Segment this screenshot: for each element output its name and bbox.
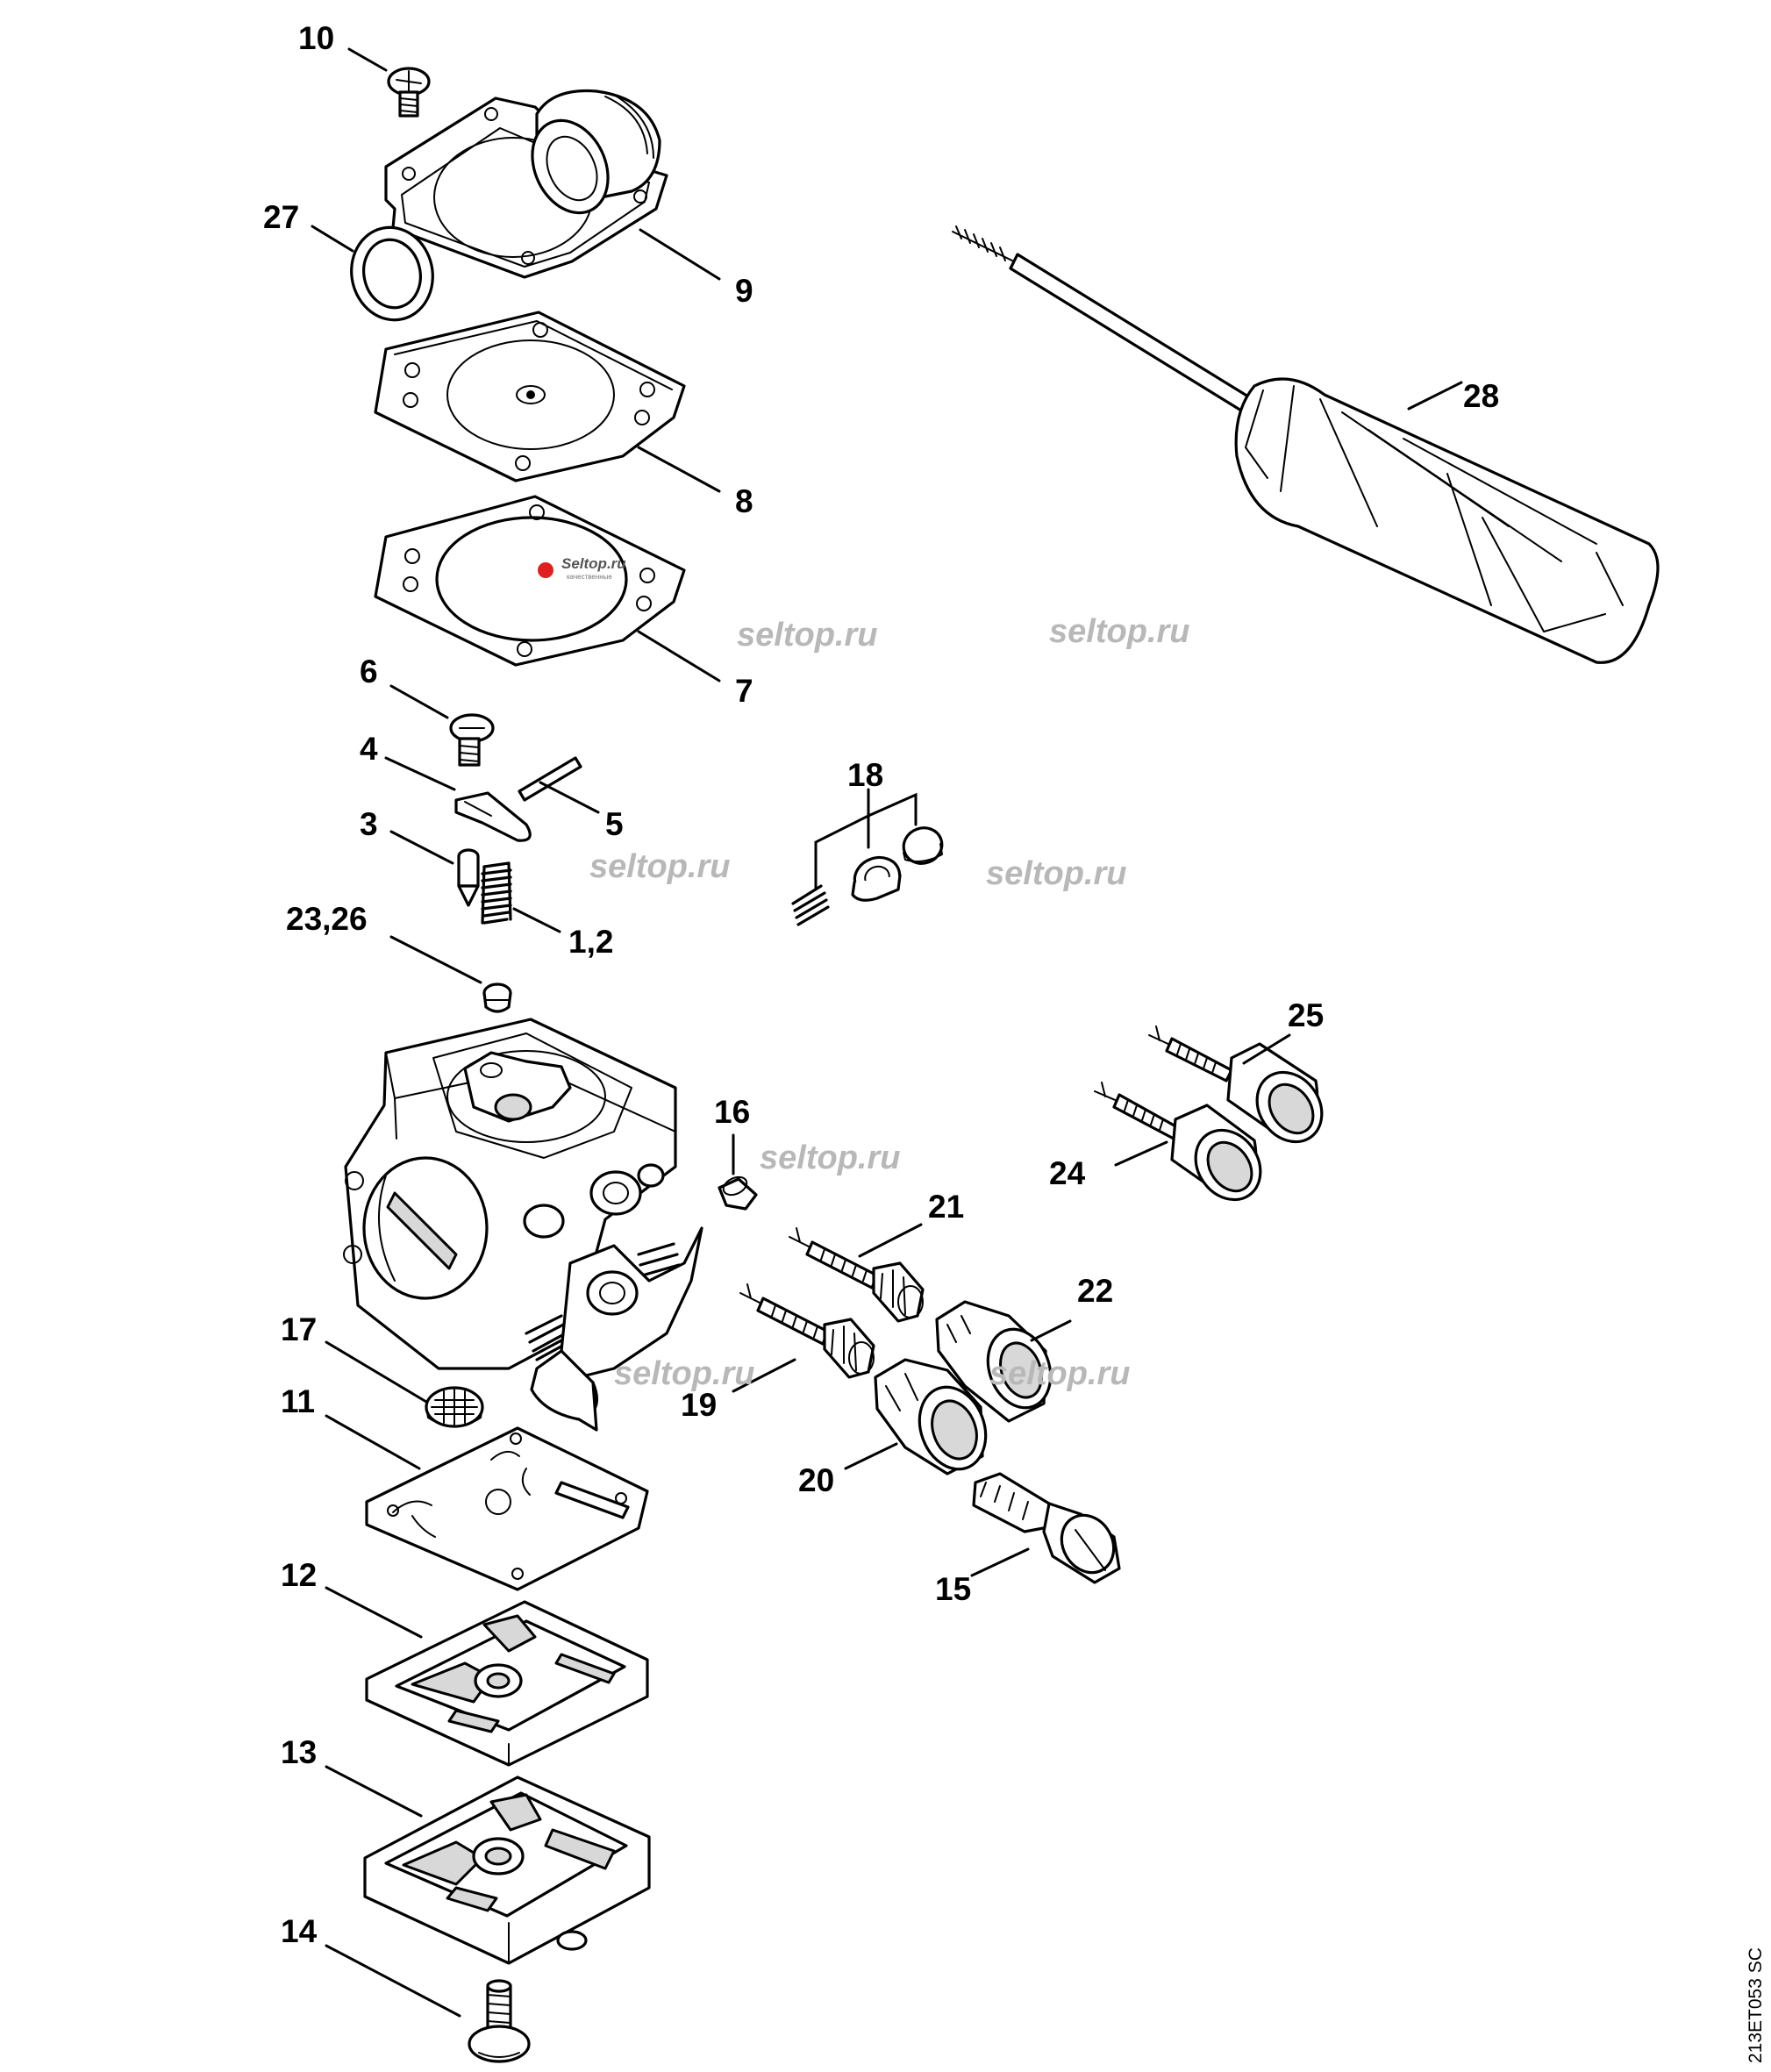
part-17-strainer: [425, 1386, 484, 1428]
watermark: seltop.ru: [989, 1355, 1130, 1392]
callout-3: 3: [360, 806, 378, 842]
part-4-inlet-lever: [454, 791, 532, 842]
callout-22: 22: [1077, 1273, 1113, 1309]
callout-6: 6: [360, 654, 378, 689]
part-22-limiter-cap: [935, 1300, 1053, 1423]
part-13-metering-cover: [363, 1775, 651, 1965]
part-14-screw: [468, 1979, 531, 2063]
part-15-shaft-screw: [972, 1472, 1121, 1584]
part-7-gasket: [374, 495, 686, 667]
callout-13: 13: [281, 1734, 317, 1770]
seltop-logo: Seltop.ru качественные: [538, 555, 626, 581]
leader-lines: [311, 47, 1463, 2018]
callout-15: 15: [935, 1571, 971, 1607]
callout-18: 18: [847, 757, 883, 793]
callout-20: 20: [798, 1462, 834, 1498]
watermark: seltop.ru: [1049, 613, 1189, 650]
part-10-screw: [387, 67, 431, 118]
part-5-pin: [518, 756, 582, 802]
callout-25: 25: [1288, 997, 1324, 1033]
part-8-pump-diaphragm: [374, 311, 686, 482]
callout-7: 7: [735, 673, 753, 709]
part-16-plug: [718, 1175, 758, 1211]
callout-24: 24: [1049, 1155, 1086, 1191]
callout-28: 28: [1463, 378, 1499, 414]
watermark: seltop.ru: [737, 617, 877, 654]
watermark: seltop.ru: [760, 1140, 900, 1176]
part-20-limiter-cap: [874, 1358, 988, 1475]
callout-16: 16: [714, 1094, 750, 1130]
logo-subtext: качественные: [567, 573, 612, 581]
reference-code: 213ET053 SC: [1746, 1947, 1766, 2063]
callout-9: 9: [735, 273, 753, 309]
logo-mark-icon: [538, 562, 553, 578]
callout-23-26: 23,26: [286, 901, 368, 937]
part-21-adjust-screw: [789, 1227, 925, 1323]
callout-4: 4: [360, 731, 378, 767]
callout-14: 14: [281, 1913, 318, 1949]
part-18-spring-sleeve-plug: [791, 826, 944, 926]
part-6-screw: [449, 713, 495, 767]
logo-text: Seltop.ru: [561, 555, 626, 572]
watermark: seltop.ru: [614, 1355, 754, 1392]
callout-12: 12: [281, 1557, 317, 1593]
part-24-adjust-screw: [1094, 1082, 1262, 1202]
part-27-o-ring: [350, 225, 434, 322]
part-23-26-jet: [482, 982, 512, 1013]
callout-27: 27: [263, 199, 299, 235]
callout-5: 5: [605, 806, 624, 842]
callout-8: 8: [735, 483, 753, 519]
callout-21: 21: [928, 1189, 964, 1225]
part-25-adjust-screw: [1148, 1025, 1324, 1144]
part-28-screwdriver: [952, 225, 1660, 664]
callout-11: 11: [281, 1383, 315, 1419]
callout-10: 10: [298, 20, 334, 56]
watermark: seltop.ru: [986, 855, 1126, 892]
part-11-gasket: [365, 1426, 649, 1591]
carburetor-body: [343, 1018, 703, 1432]
callout-1-2: 1,2: [568, 924, 613, 960]
part-12-metering-diaphragm: [365, 1600, 649, 1767]
part-19-adjust-screw: [739, 1283, 875, 1379]
part-1-2-spring: [481, 861, 512, 925]
watermark: seltop.ru: [589, 848, 730, 885]
part-9-pump-cover: [384, 89, 668, 279]
callout-labels: 10 27 9 8 7 28 6 4 5 3 1,2 23,26 18 25 2…: [263, 20, 1499, 1949]
callout-17: 17: [281, 1311, 317, 1347]
callout-19: 19: [681, 1387, 717, 1423]
watermarks: seltop.ru seltop.ru seltop.ru seltop.ru …: [589, 613, 1189, 1392]
part-3-inlet-needle: [457, 848, 480, 907]
